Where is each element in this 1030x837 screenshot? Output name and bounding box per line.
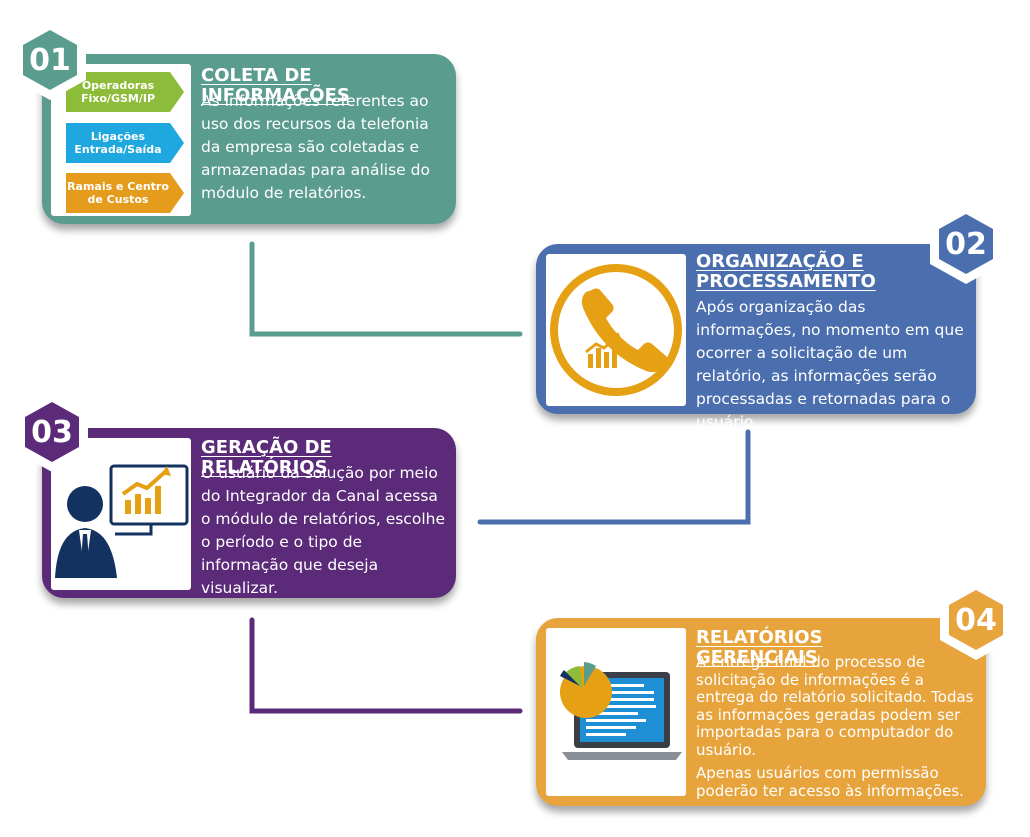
hexagon-icon	[14, 20, 86, 100]
step-3-image-panel	[51, 438, 191, 590]
source-operadoras-label: Operadoras Fixo/GSM/IP	[80, 79, 156, 105]
step-4-number: 04	[955, 602, 997, 638]
laptop-pie-chart-icon	[560, 662, 682, 760]
step-4-title: RELATÓRIOS GERENCIAIS	[696, 627, 823, 668]
user-dashboard-icon	[55, 464, 189, 578]
step-4-image-panel	[546, 628, 686, 796]
step-4-badge: 04	[936, 578, 1016, 662]
source-ligacoes: Ligações Entrada/Saída	[66, 123, 184, 163]
step-1-description: As informações referentes ao uso dos rec…	[201, 92, 430, 202]
hexagon-icon	[930, 204, 1002, 284]
source-ligacoes-label: Ligações Entrada/Saída	[74, 130, 162, 156]
step-3-number: 03	[31, 414, 73, 450]
step-3-card: GERAÇÃO DE RELATÓRIOS O usuário da soluç…	[42, 428, 456, 598]
hexagon-icon	[16, 392, 88, 472]
step-2-badge: 02	[926, 202, 1006, 286]
step-4-card: RELATÓRIOS GERENCIAIS A entrega final do…	[536, 618, 986, 806]
connector-3-to-4	[249, 617, 523, 714]
connector-1-to-2	[249, 241, 523, 337]
step-3-badge: 03	[12, 390, 92, 474]
source-ramais: Ramais e Centro de Custos	[66, 173, 184, 213]
source-ramais-label: Ramais e Centro de Custos	[67, 180, 169, 206]
source-operadoras: Operadoras Fixo/GSM/IP	[66, 72, 184, 112]
step-4-description: A entrega final do processo de solicitaç…	[696, 653, 974, 759]
step-2-description: Após organização das informações, no mom…	[696, 298, 964, 431]
step-1-title: COLETA DE INFORMAÇÕES	[201, 65, 350, 106]
step-4-note: Apenas usuários com permissão poderão te…	[696, 764, 964, 800]
step-2-card: ORGANIZAÇÃO E PROCESSAMENTO Após organiz…	[536, 244, 976, 431]
step-1-badge: 01	[10, 18, 90, 102]
connector-2-to-3	[477, 429, 751, 525]
step-2-number: 02	[945, 226, 987, 262]
step-3-title: GERAÇÃO DE RELATÓRIOS	[201, 437, 332, 478]
step-1-number: 01	[29, 42, 71, 78]
step-2-title: ORGANIZAÇÃO E PROCESSAMENTO	[696, 251, 876, 292]
step-3-description: O usuário da solução por meio do Integra…	[201, 464, 445, 597]
phone-chart-icon	[550, 264, 682, 396]
step-2-image-panel	[546, 254, 686, 406]
hexagon-icon	[940, 580, 1012, 660]
